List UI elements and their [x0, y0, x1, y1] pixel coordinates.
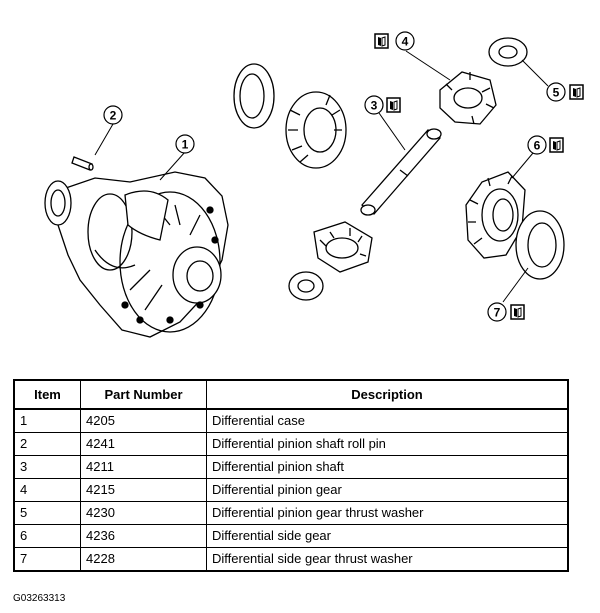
callout-1: 1: [175, 134, 195, 154]
side-gear-thrust-washer-left: [233, 63, 275, 129]
pinion-gear-lower: [313, 221, 373, 273]
side-gear-thrust-washer: [515, 210, 565, 280]
callout-3: 3: [364, 95, 401, 115]
table-row: 7 4228 Differential side gear thrust was…: [13, 547, 569, 572]
side-gear-left: [285, 91, 347, 169]
pinion-gear-thrust-washer-lower: [288, 271, 324, 301]
cell-item: 7: [13, 547, 81, 572]
table-row: 3 4211 Differential pinion shaft: [13, 455, 569, 479]
service-manual-icon: [386, 97, 401, 113]
cell-part-number: 4215: [80, 478, 207, 502]
cell-part-number: 4211: [80, 455, 207, 479]
pinion-gear-thrust-washer: [488, 37, 528, 67]
service-manual-icon: [510, 304, 525, 320]
cell-part-number: 4228: [80, 547, 207, 572]
cell-item: 6: [13, 524, 81, 548]
service-manual-icon: [569, 84, 584, 100]
callout-7: 7: [487, 302, 525, 322]
cell-part-number: 4230: [80, 501, 207, 525]
table-row: 4 4215 Differential pinion gear: [13, 478, 569, 502]
cell-description: Differential pinion shaft roll pin: [206, 432, 569, 456]
table-row: 5 4230 Differential pinion gear thrust w…: [13, 501, 569, 525]
callout-5: 5: [546, 82, 584, 102]
callout-3-number: 3: [371, 99, 378, 113]
table-header-row: Item Part Number Description: [13, 379, 569, 410]
cell-part-number: 4236: [80, 524, 207, 548]
callout-4: 4: [374, 31, 415, 51]
callout-6-number: 6: [534, 139, 541, 153]
figure-id: G03263313: [13, 593, 66, 604]
cell-description: Differential side gear thrust washer: [206, 547, 569, 572]
callout-1-number: 1: [182, 138, 189, 152]
header-description: Description: [206, 379, 569, 410]
differential-case: [44, 171, 229, 338]
header-part-number: Part Number: [80, 379, 207, 410]
cell-description: Differential case: [206, 408, 569, 433]
leader-lines: [94, 50, 549, 303]
parts-table: Item Part Number Description 1 4205 Diff…: [13, 379, 569, 572]
table-row: 1 4205 Differential case: [13, 408, 569, 433]
pinion-gear-upper: [439, 71, 497, 125]
header-item: Item: [13, 379, 81, 410]
cell-item: 2: [13, 432, 81, 456]
callout-2-number: 2: [110, 109, 117, 123]
cell-description: Differential pinion shaft: [206, 455, 569, 479]
callout-6: 6: [527, 135, 564, 155]
exploded-parts-diagram: 1 2 3 4 5 6 7: [44, 31, 584, 338]
cell-part-number: 4241: [80, 432, 207, 456]
cell-part-number: 4205: [80, 408, 207, 433]
service-manual-icon: [549, 137, 564, 153]
cell-item: 3: [13, 455, 81, 479]
table-row: 2 4241 Differential pinion shaft roll pi…: [13, 432, 569, 456]
cell-description: Differential side gear: [206, 524, 569, 548]
cell-item: 1: [13, 408, 81, 433]
callout-4-number: 4: [402, 35, 409, 49]
pinion-shaft: [360, 128, 442, 216]
table-row: 6 4236 Differential side gear: [13, 524, 569, 548]
cell-item: 4: [13, 478, 81, 502]
service-manual-icon: [374, 33, 389, 49]
cell-description: Differential pinion gear: [206, 478, 569, 502]
callout-2: 2: [103, 105, 123, 125]
cell-description: Differential pinion gear thrust washer: [206, 501, 569, 525]
callout-7-number: 7: [494, 306, 501, 320]
cell-item: 5: [13, 501, 81, 525]
callout-5-number: 5: [553, 86, 560, 100]
roll-pin: [71, 156, 94, 171]
